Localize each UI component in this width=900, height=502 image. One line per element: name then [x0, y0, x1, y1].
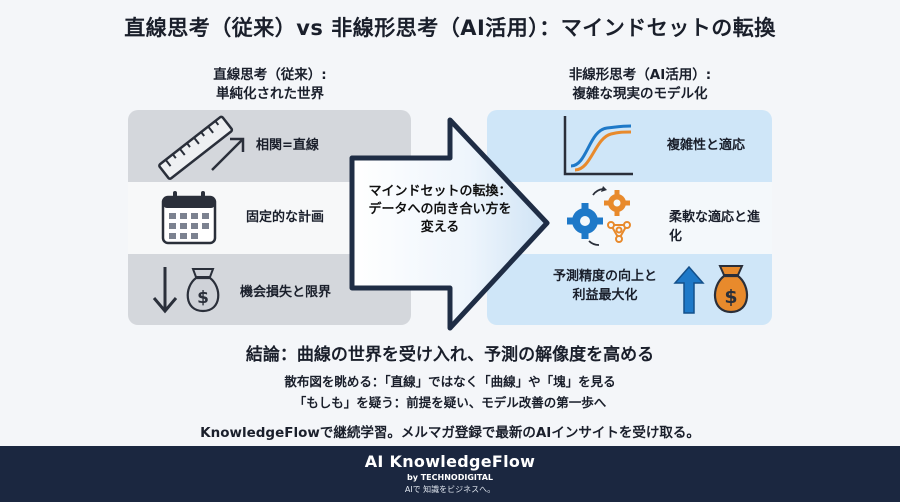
brand-byline: by TECHNODIGITAL — [407, 473, 493, 482]
left-heading-line1: 直線思考（従来）: — [213, 67, 327, 83]
right-row-label-line1: 予測精度の向上と — [552, 269, 657, 284]
calendar-icon — [161, 191, 217, 245]
right-heading-line2: 複雑な現実のモデル化 — [572, 86, 708, 102]
left-heading-line2: 単純化された世界 — [216, 86, 324, 102]
up-arrow-icon — [673, 265, 705, 314]
svg-text:$: $ — [197, 288, 209, 308]
right-row-label: 複雑性と適応 — [667, 138, 746, 153]
brand-logo-text: AI KnowledgeFlow — [364, 452, 536, 471]
diagonal-arrow-icon — [211, 137, 245, 171]
right-column-heading: 非線形思考（AI活用）: 複雑な現実のモデル化 — [500, 66, 780, 104]
right-row-label-line2: 利益最大化 — [572, 288, 638, 303]
conclusion-point: 散布図を眺める：「直線」ではなく「曲線」や「塊」を見る — [284, 374, 616, 389]
arrow-caption-line2: データへの向き合い方を — [368, 202, 512, 217]
arrow-caption-line1: マインドセットの転換： — [368, 184, 512, 199]
svg-text:$: $ — [724, 286, 737, 308]
left-row-label: 機会損失と限界 — [240, 285, 332, 300]
curve-chart-icon — [563, 116, 633, 176]
conclusion-point: 「もしも」を疑う：前提を疑い、モデル改善の第一歩へ — [293, 395, 607, 410]
down-arrow-icon — [152, 267, 178, 314]
money-bag-down-icon: $ — [186, 268, 220, 313]
money-bag-up-icon: $ — [714, 265, 748, 314]
left-column-heading: 直線思考（従来）: 単純化された世界 — [130, 66, 410, 104]
ruler-icon — [158, 115, 234, 180]
left-row-opportunity-loss: $ 機会損失と限界 — [128, 253, 411, 325]
conclusion-heading: 結論：曲線の世界を受け入れ、予測の解像度を高める — [245, 345, 655, 365]
right-row-label: 柔軟な適応と進化 — [669, 210, 761, 244]
brand-tagline: AIで 知識をビジネスへ。 — [404, 485, 496, 494]
right-heading-line1: 非線形思考（AI活用）: — [568, 67, 712, 83]
gears-network-icon — [567, 186, 631, 246]
left-row-correlation: 相関=直線 — [128, 110, 411, 182]
right-row-flexible: 柔軟な適応と進化 — [487, 182, 772, 254]
arrow-caption-line3: 変える — [420, 220, 460, 235]
left-row-label: 相関=直線 — [256, 138, 319, 153]
right-row-complexity: 複雑性と適応 — [487, 110, 772, 182]
mindset-shift-arrow — [349, 117, 550, 331]
right-row-accuracy: 予測精度の向上と 利益最大化 $ — [487, 253, 772, 325]
promo-text: KnowledgeFlowで継続学習。メルマガ登録で最新のAIインサイトを受け取… — [200, 425, 700, 441]
footer-banner: AI KnowledgeFlow by TECHNODIGITAL AIで 知識… — [0, 446, 900, 502]
page-title: 直線思考（従来）vs 非線形思考（AI活用）：マインドセットの転換 — [124, 16, 776, 40]
left-row-label: 固定的な計画 — [246, 210, 325, 225]
arrow-caption: マインドセットの転換： データへの向き合い方を 変える — [360, 183, 520, 237]
right-row-label: 予測精度の向上と 利益最大化 — [543, 267, 667, 305]
